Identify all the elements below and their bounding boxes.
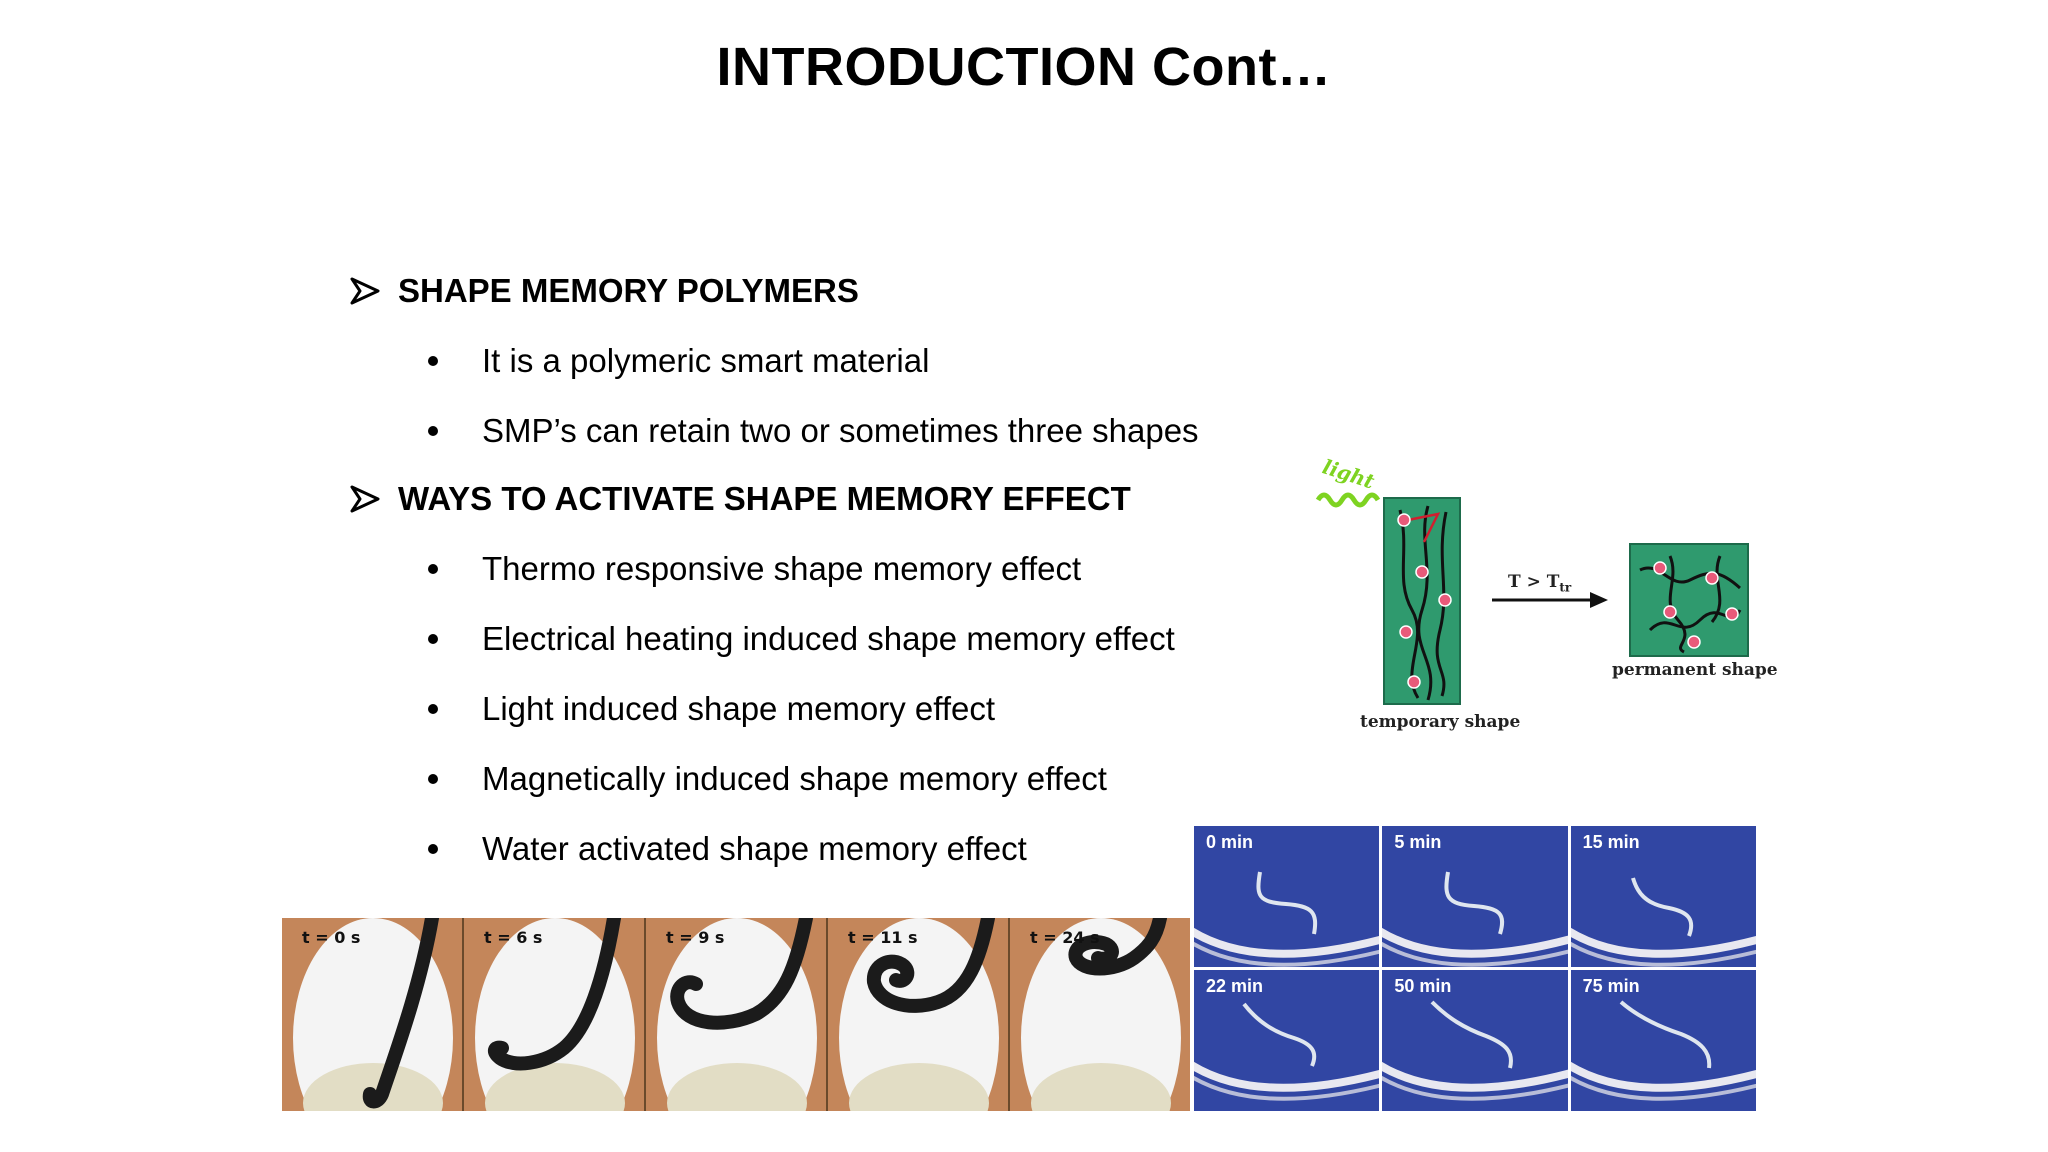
- curl-frame: t = 6 s: [464, 918, 646, 1111]
- permanent-shape-block: [1629, 543, 1749, 657]
- recovery-frame-image: [1382, 826, 1568, 967]
- frame-time-label: 0 min: [1206, 832, 1254, 852]
- permanent-shape-label: permanent shape: [1612, 660, 1778, 680]
- frame-time-label: t = 6 s: [484, 928, 543, 947]
- recovery-frame: 22 min: [1194, 970, 1380, 1111]
- bullet-item: Magnetically induced shape memory effect: [428, 760, 1107, 798]
- section-shape-memory-polymers: SHAPE MEMORY POLYMERS: [350, 272, 859, 310]
- section-heading: SHAPE MEMORY POLYMERS: [398, 272, 859, 309]
- bullet-item: It is a polymeric smart material: [428, 342, 929, 380]
- transition-label-sub: tr: [1559, 580, 1572, 595]
- bullet-text: It is a polymeric smart material: [482, 342, 930, 379]
- bullet-dot-icon: [428, 704, 438, 714]
- bullet-text: SMP’s can retain two or sometimes three …: [482, 412, 1199, 449]
- curl-frame: t = 9 s: [646, 918, 828, 1111]
- transition-label: T > Ttr: [1508, 572, 1571, 594]
- water-activated-photo-grid: 0 min 5 min 15 min 22 min: [1194, 826, 1756, 1111]
- curl-frame-image: [1010, 918, 1190, 1111]
- bullet-text: Thermo responsive shape memory effect: [482, 550, 1082, 587]
- bullet-dot-icon: [428, 774, 438, 784]
- recovery-frame: 75 min: [1570, 970, 1756, 1111]
- frame-time-label: 5 min: [1394, 832, 1442, 852]
- bullet-item: Electrical heating induced shape memory …: [428, 620, 1175, 658]
- recovery-frame-image: [1194, 970, 1380, 1111]
- curling-rod-photo-strip: t = 0 s t = 6 s t = 9 s t = 11 s t =: [282, 918, 1190, 1111]
- bullet-dot-icon: [428, 356, 438, 366]
- frame-time-label: 15 min: [1582, 832, 1640, 852]
- curl-frame: t = 24 s: [1010, 918, 1190, 1111]
- section-ways-to-activate: WAYS TO ACTIVATE SHAPE MEMORY EFFECT: [350, 480, 1131, 518]
- shape-memory-diagram-figure: [1315, 492, 1749, 705]
- recovery-frame-image: [1570, 970, 1756, 1111]
- arrowhead-bullet-icon: [350, 277, 380, 305]
- bullet-text: Water activated shape memory effect: [482, 830, 1027, 867]
- light-wave-icon: [1315, 492, 1381, 508]
- frame-time-label: 50 min: [1394, 976, 1452, 996]
- recovery-frame: 15 min: [1570, 826, 1756, 967]
- curl-frame: t = 11 s: [828, 918, 1010, 1111]
- recovery-frame: 0 min: [1194, 826, 1380, 967]
- curl-frame-image: [828, 918, 1008, 1111]
- shape-memory-diagram: light T > Ttr temporary shape permanent …: [1300, 454, 1780, 760]
- temporary-shape-label: temporary shape: [1360, 712, 1521, 732]
- frame-time-label: 75 min: [1582, 976, 1640, 996]
- transition-label-main: T > T: [1508, 572, 1560, 592]
- frame-time-label: t = 0 s: [302, 928, 361, 947]
- slide-title: INTRODUCTION Cont…: [716, 37, 1332, 97]
- bullet-text: Electrical heating induced shape memory …: [482, 620, 1175, 657]
- recovery-frame-image: [1382, 970, 1568, 1111]
- bullet-dot-icon: [428, 426, 438, 436]
- frame-time-label: t = 9 s: [666, 928, 725, 947]
- bullet-dot-icon: [428, 844, 438, 854]
- bullet-dot-icon: [428, 634, 438, 644]
- recovery-frame-image: [1194, 826, 1380, 967]
- curl-frame-image: [464, 918, 644, 1111]
- recovery-frame: 5 min: [1382, 826, 1568, 967]
- bullet-item: Thermo responsive shape memory effect: [428, 550, 1081, 588]
- arrowhead-bullet-icon: [350, 485, 380, 513]
- curl-frame-image: [646, 918, 826, 1111]
- recovery-frame: 50 min: [1382, 970, 1568, 1111]
- bullet-item: Water activated shape memory effect: [428, 830, 1027, 868]
- curl-frame-image: [282, 918, 462, 1111]
- bullet-text: Magnetically induced shape memory effect: [482, 760, 1107, 797]
- frame-time-label: t = 11 s: [848, 928, 918, 947]
- bullet-dot-icon: [428, 564, 438, 574]
- frame-time-label: 22 min: [1206, 976, 1264, 996]
- section-heading: WAYS TO ACTIVATE SHAPE MEMORY EFFECT: [398, 480, 1131, 517]
- bullet-item: Light induced shape memory effect: [428, 690, 995, 728]
- frame-time-label: t = 24 s: [1030, 928, 1100, 947]
- curl-frame: t = 0 s: [282, 918, 464, 1111]
- bullet-text: Light induced shape memory effect: [482, 690, 996, 727]
- bullet-item: SMP’s can retain two or sometimes three …: [428, 412, 1199, 450]
- recovery-frame-image: [1570, 826, 1756, 967]
